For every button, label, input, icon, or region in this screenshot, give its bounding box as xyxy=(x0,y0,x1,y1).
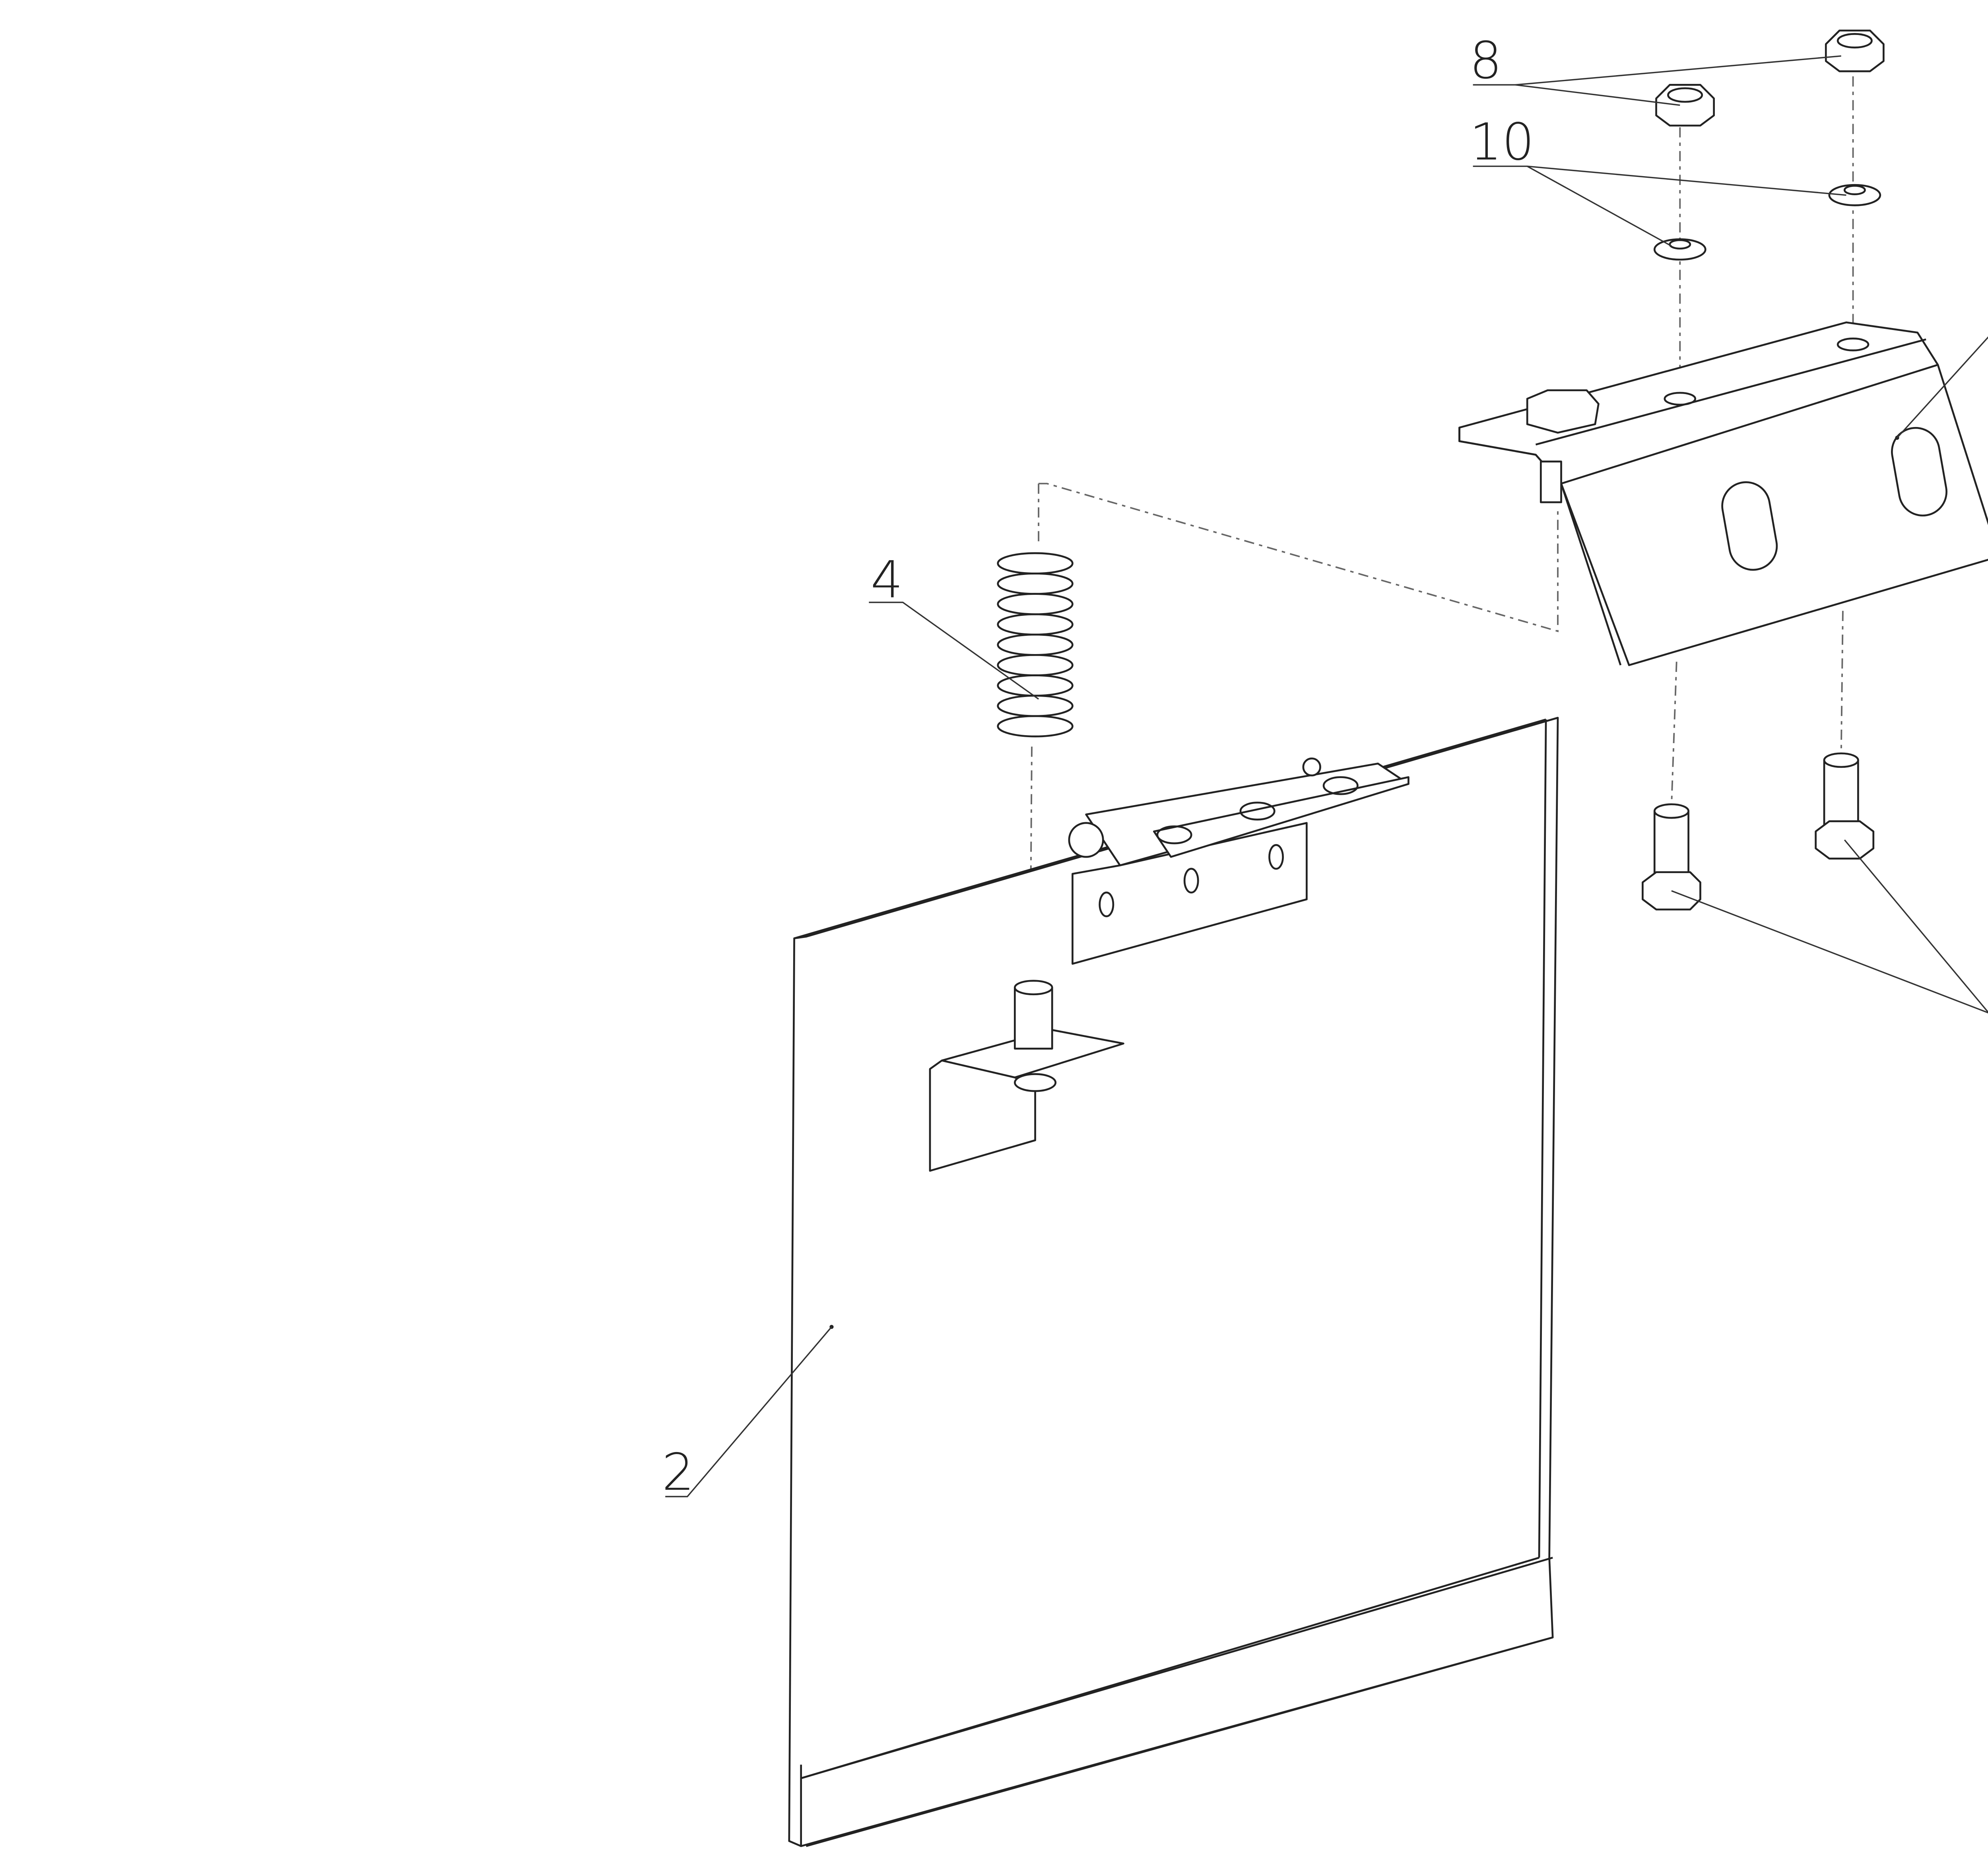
leader-lines xyxy=(665,55,1988,1497)
hinge xyxy=(1068,757,1409,965)
washer-part-10 xyxy=(1653,184,1881,261)
nut-part-8 xyxy=(1655,29,1885,127)
pin-bracket xyxy=(929,980,1124,1172)
bolt-part-6 xyxy=(1642,752,1875,911)
spring-part-4 xyxy=(997,552,1074,738)
callout-8: 8 xyxy=(1470,31,1502,90)
callout-2: 2 xyxy=(662,1443,694,1502)
bracket-part-1 xyxy=(1458,321,1988,666)
callout-10: 10 xyxy=(1470,113,1534,172)
callout-4: 4 xyxy=(871,550,903,610)
panel-part-2 xyxy=(788,716,1559,1847)
